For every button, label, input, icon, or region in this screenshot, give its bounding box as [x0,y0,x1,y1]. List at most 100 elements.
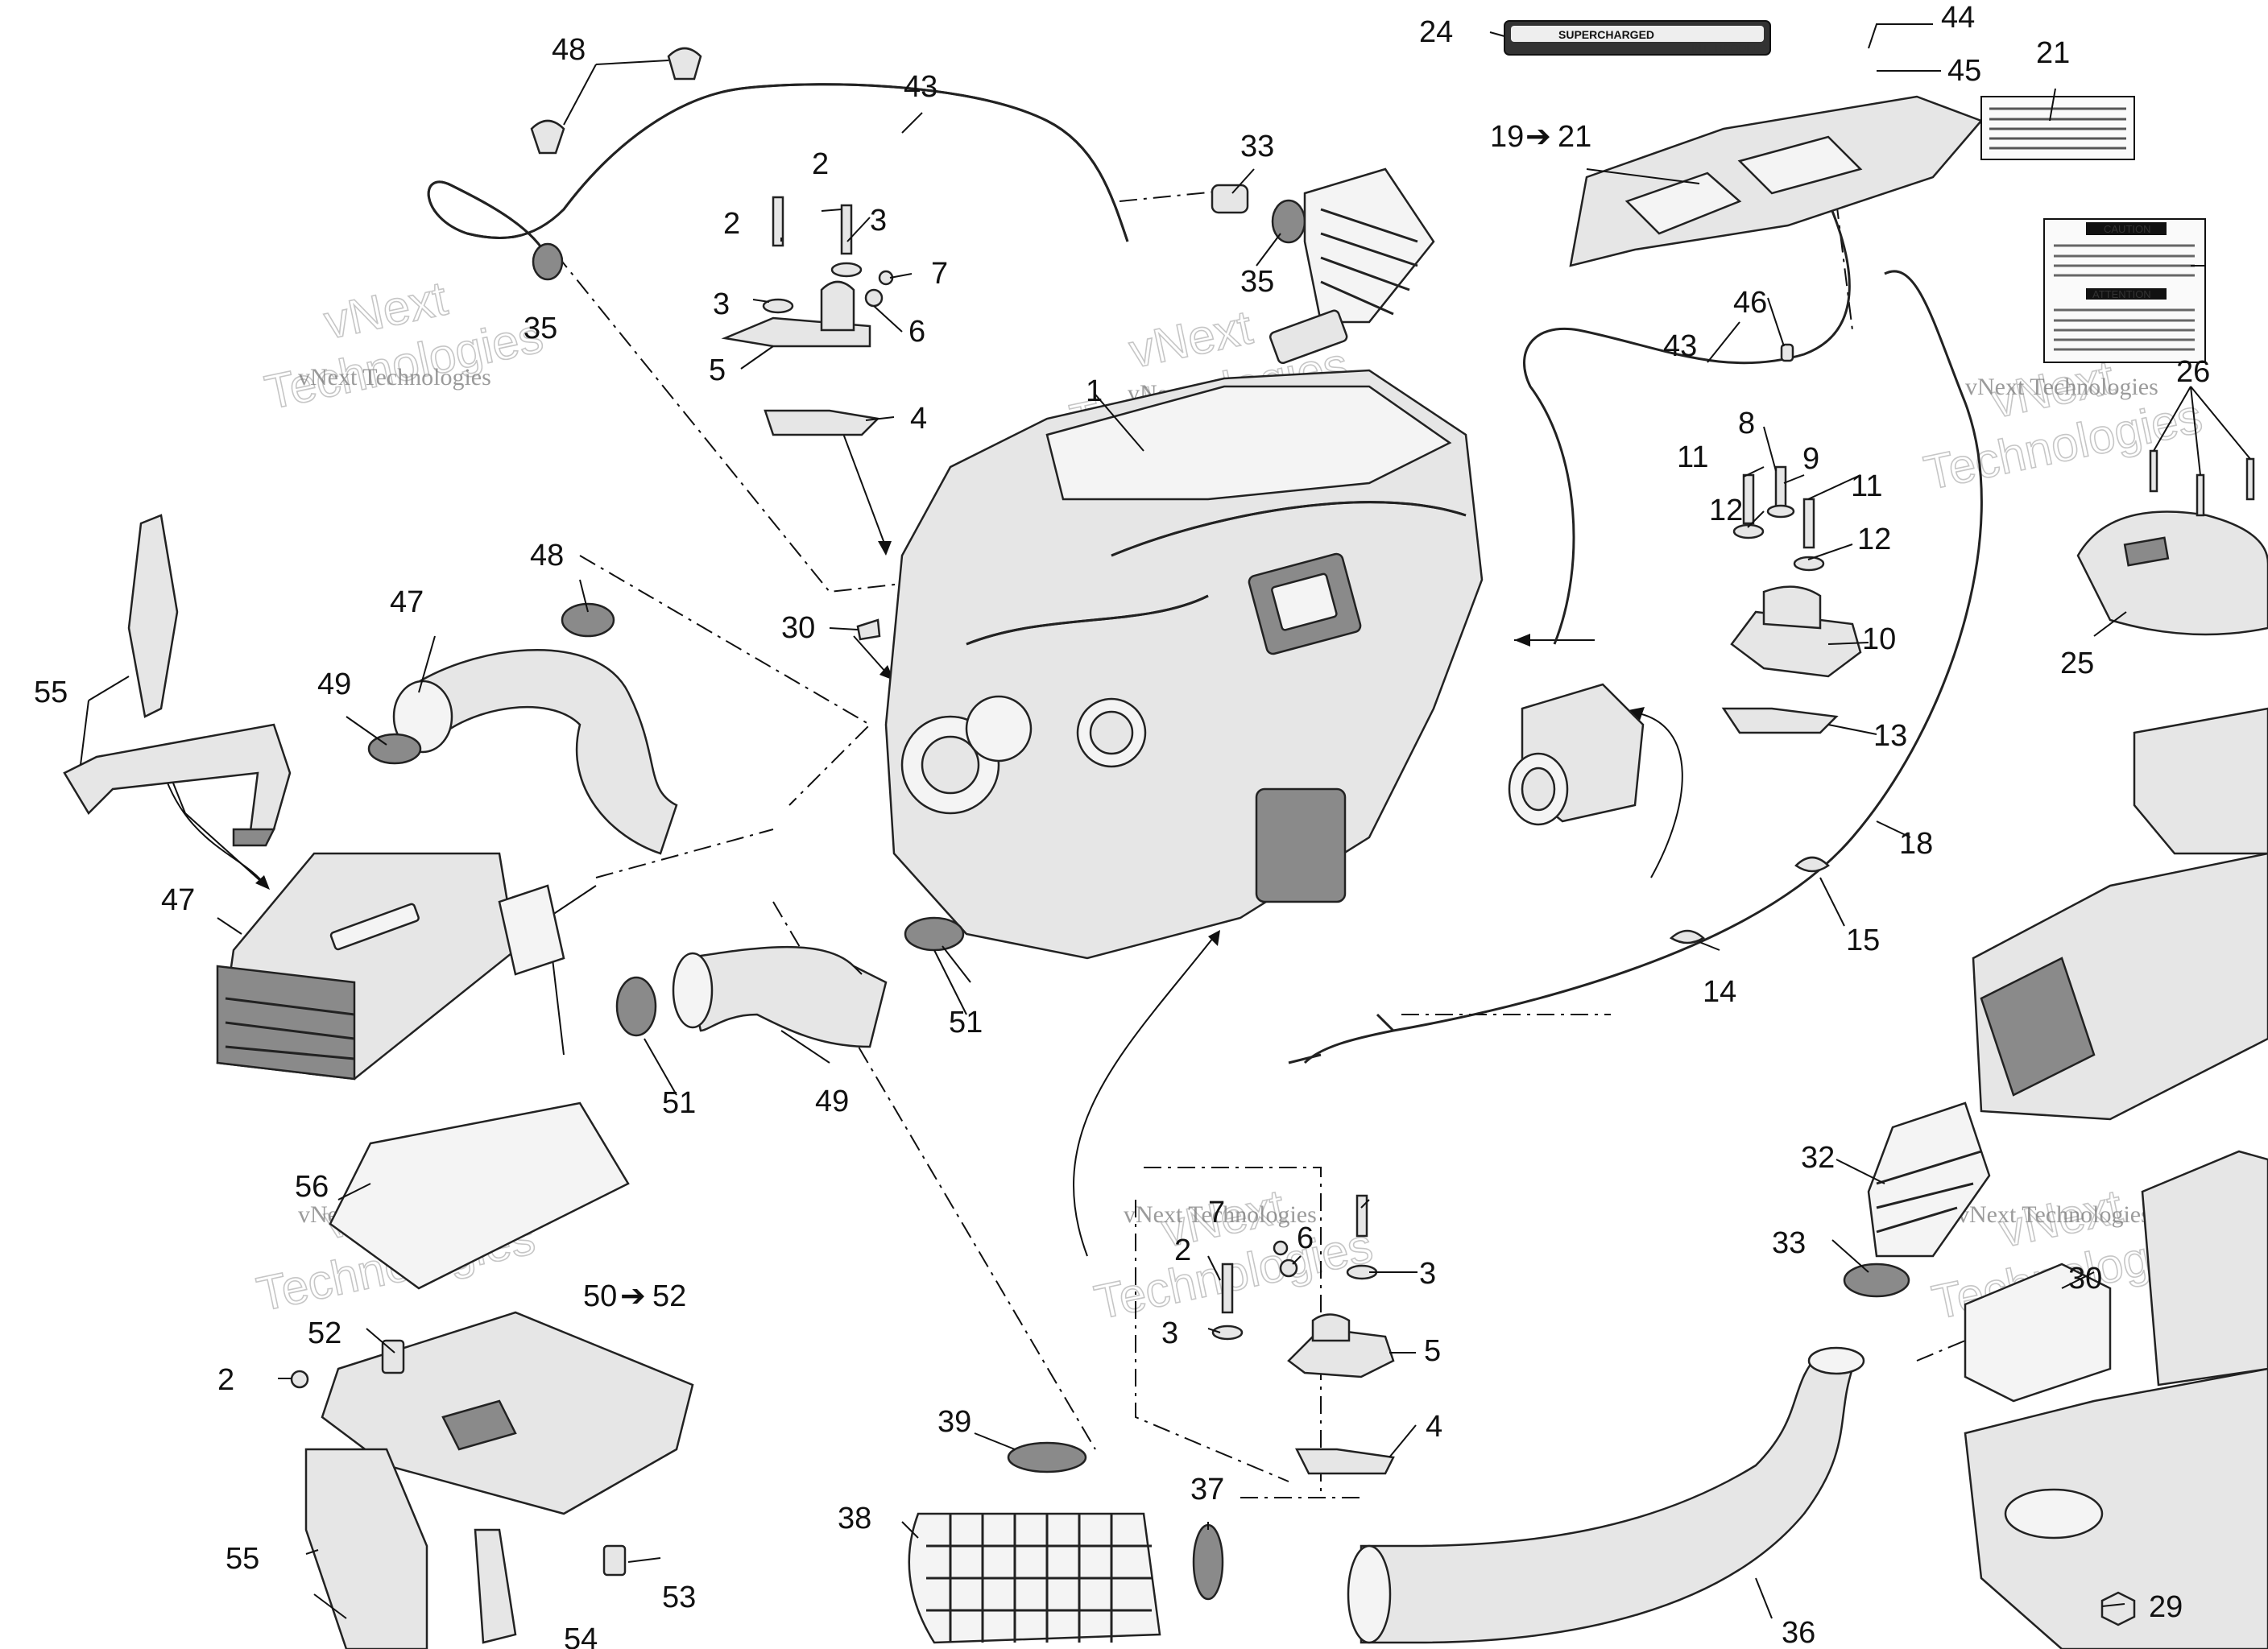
callout-40: 48 [552,33,586,67]
engine-mount-right [1721,465,1862,734]
callout-13: 13 [1873,719,1907,753]
top-engine-cover [1569,95,1984,267]
callout-1: 1 [1086,374,1103,408]
callout-19: 19 [1490,120,1524,154]
callout-32: 33 [1772,1226,1806,1260]
callout-2: 2 [723,207,740,241]
part-56-nut [290,1370,309,1389]
callout-36: 36 [1782,1616,1815,1649]
callout-3: 3 [870,204,887,238]
callout-20: 21 [2036,36,2070,70]
callout-55: 56 [295,1170,329,1204]
supercharged-decal: SUPERCHARGED INTERCOOLED [1504,20,1771,56]
part-38-bellows [908,1512,1161,1644]
part-35-clamp-left [532,242,564,281]
range-arrow: ➔ [620,1279,646,1313]
callout-41: 43 [1663,329,1697,363]
engine-mount-top [721,196,894,436]
part-34-hose [427,83,1129,258]
callout-39: 39 [937,1405,971,1439]
air-box-housing [1964,707,2268,1649]
callout-4: 4 [1426,1410,1442,1444]
callout-7: 7 [1208,1196,1225,1230]
callout-labels: 48 43 2 2 3 7 3 6 5 4 35 33 35 1 30 24 4… [34,1,2210,1649]
callout-34: 43 [904,70,937,104]
watermark-text: vNext Technologies [1124,1201,1317,1228]
part-55-heat-shield [329,1101,630,1290]
callout-7: 7 [931,257,948,291]
callout-6: 6 [1297,1221,1314,1255]
callout-9: 9 [1802,442,1819,476]
callout-26: 29 [2149,1590,2183,1624]
part-45-intercooler [216,852,565,1081]
callout-11: 11 [1677,440,1708,474]
part-1-engine [884,309,1484,960]
callout-37: 37 [1190,1473,1224,1506]
cables [1288,200,1983,1064]
part-14-clip [1669,929,1706,944]
callout-48: 49 [815,1085,849,1118]
part-37-clamp [1192,1523,1224,1601]
callout-21: 21 [1558,120,1591,154]
callout-52: 52 [652,1279,686,1313]
part-54-bracket [63,514,292,847]
callout-range-19-21: 19 ➔ 21 [1490,120,1591,154]
callout-12: 12 [1857,523,1891,556]
callout-2: 2 [1174,1234,1191,1267]
callout-54: 55 [34,676,68,709]
callout-51: 52 [308,1316,341,1350]
callout-42: 44 [1941,1,1975,35]
part-46-hose [367,602,678,855]
watermark-text: vNext Technologies [1957,1201,2150,1228]
callout-30: 30 [781,611,815,645]
callout-24: 25 [2060,647,2094,680]
part-44 [1780,343,1794,362]
callout-5: 5 [1424,1334,1441,1368]
callout-50: 50 [583,1279,617,1313]
callout-56: 2 [217,1363,234,1397]
callout-33: 33 [1240,130,1274,163]
callout-52: 54 [564,1622,598,1649]
callout-35: 35 [524,312,557,345]
callout-47: 48 [530,539,564,572]
throttle-body [1508,683,1645,826]
callout-29: 30 [2068,1262,2102,1296]
caution-title: CAUTION [2104,223,2151,235]
callout-44: 46 [1733,286,1767,320]
callout-4: 4 [910,402,927,436]
callout-53: 55 [226,1542,259,1576]
callout-45: 47 [161,883,195,917]
supercharged-decal-text: SUPERCHARGED [1558,28,1654,41]
callout-18: 18 [1899,827,1933,861]
part-40-clips [530,47,702,155]
callout-3: 3 [1419,1257,1436,1291]
callout-49: 51 [949,1006,983,1039]
callout-range-50-52: 50 ➔ 52 [583,1279,686,1313]
callout-51: 53 [662,1581,696,1614]
callout-21: 24 [1419,15,1453,49]
callout-11: 11 [1851,469,1882,503]
callout-46: 47 [390,585,424,619]
leader-lines [80,23,2251,1619]
caution-label: CAUTION ATTENTION [2043,218,2206,363]
part-26-nut [2100,1591,2136,1626]
attention-title: ATTENTION [2092,288,2151,300]
part-24-cover [2076,449,2268,636]
watermark-text: vNext Technologies [1965,374,2158,400]
callout-3: 3 [713,287,730,321]
part-29-pad [1964,1263,2112,1403]
callout-6: 6 [908,315,925,349]
callout-31: 32 [1801,1141,1835,1175]
part-39-clamp [1007,1441,1087,1473]
range-arrow: ➔ [1525,120,1551,154]
part-31-bellows [1843,1101,1991,1298]
part-48-elbow [615,916,965,1048]
callout-12: 12 [1709,494,1743,527]
part-30-clip [856,618,881,641]
callout-14: 14 [1703,975,1736,1009]
callout-25: 26 [2176,355,2210,389]
engine-mount-bottom [1211,1194,1395,1475]
callout-3: 3 [1161,1316,1178,1350]
callout-43: 45 [1947,54,1981,88]
